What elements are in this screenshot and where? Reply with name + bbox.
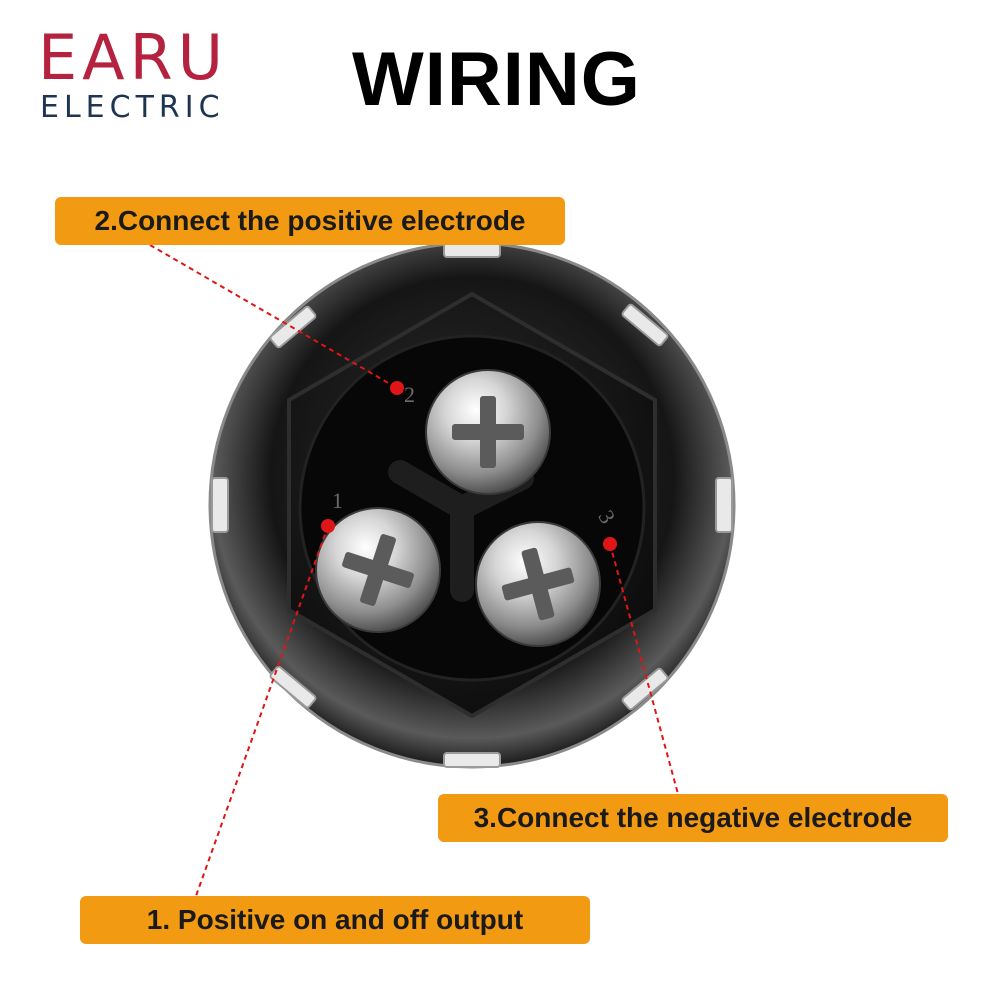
- marker-dot-1: [321, 519, 335, 533]
- marker-dot-3: [603, 537, 617, 551]
- screw-terminal-1: [315, 507, 441, 633]
- screw-terminal-3: [475, 521, 601, 647]
- leader-lines: [149, 244, 679, 897]
- terminal-number-2: 2: [404, 382, 415, 407]
- bezel-notches: [211, 242, 733, 768]
- terminal-number-1: 1: [332, 488, 343, 513]
- callout-negative-electrode: 3.Connect the negative electrode: [438, 794, 948, 842]
- leader-line-1: [195, 525, 329, 897]
- screw-terminal-2: [425, 369, 551, 495]
- logo-sub-text: ELECTRIC: [40, 90, 225, 125]
- marker-dot-2: [390, 381, 404, 395]
- logo-brand-text: EARU: [38, 21, 229, 94]
- callout-positive-output: 1. Positive on and off output: [80, 896, 590, 944]
- page-title: WIRING: [352, 37, 641, 122]
- leader-line-2: [149, 244, 398, 389]
- brand-logo: EARU ELECTRIC: [38, 26, 268, 126]
- callout-positive-electrode: 2.Connect the positive electrode: [55, 197, 565, 245]
- leader-line-3: [609, 543, 679, 795]
